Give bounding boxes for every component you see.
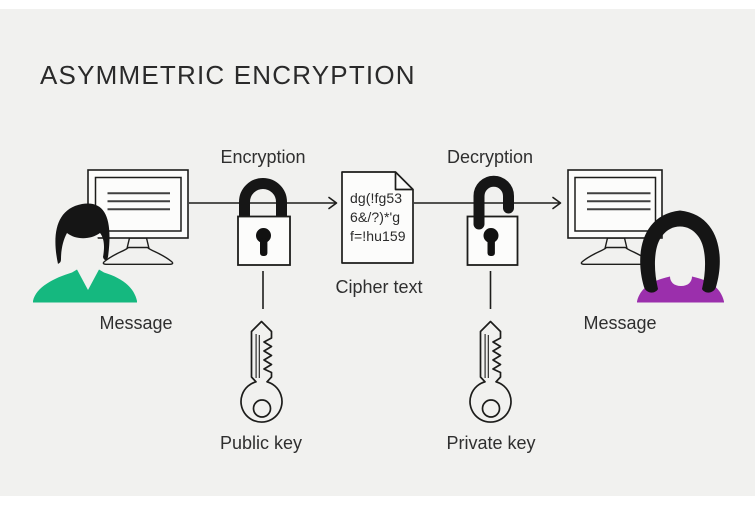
public-key-icon [240,320,283,423]
sender-computer-icon [87,169,189,265]
sender-shirt [33,269,137,303]
keyhole [256,228,271,243]
public-key-label: Public key [219,433,303,453]
sender-person-icon [33,203,137,303]
sender-message-label: Message [99,313,173,333]
receiver-person-icon [637,210,724,303]
cipher-document-icon [341,171,414,264]
unlocked-padlock-icon [466,175,519,266]
cipher-line: f=!hu159 [350,228,406,244]
cipher-text: dg(!fg53 6&/?)*'g f=!hu159 [350,189,406,246]
screen-text-lines [587,192,651,211]
keyhole [483,228,499,243]
screen-text-lines [107,192,170,211]
arrowhead-icon [552,196,562,210]
locked-padlock-icon [237,178,291,266]
face [666,225,695,271]
arrow-sender-to-cipher [189,196,338,210]
receiver-message-label: Message [583,313,657,333]
page-title: ASYMMETRIC ENCRYPTION [40,60,416,90]
hair [55,203,110,264]
cipher-line: dg(!fg53 [350,190,403,206]
decryption-label: Decryption [446,147,534,167]
receiver-computer-icon [567,169,663,265]
encryption-label: Encryption [220,147,306,167]
arrowhead-icon [328,196,338,210]
arrow-cipher-to-receiver [414,196,562,210]
receiver-shirt [637,276,724,303]
page-fold [394,172,413,191]
cipher-line: 6&/?)*'g [350,209,401,225]
cipher-text-label: Cipher text [335,277,423,297]
private-key-label: Private key [446,433,536,453]
hair [640,210,720,293]
private-key-icon [469,320,512,423]
